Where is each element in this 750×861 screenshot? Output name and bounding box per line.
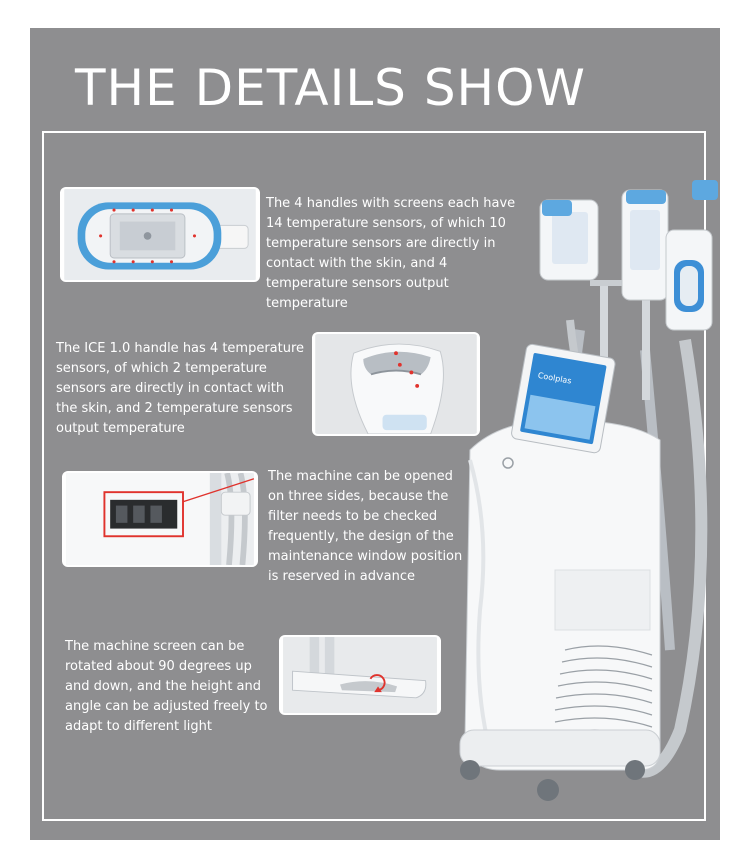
maintenance-window-image bbox=[62, 471, 258, 567]
cryolipolysis-machine-image: Coolplas bbox=[430, 170, 720, 820]
sensor-dots bbox=[99, 208, 197, 264]
maintenance-window-illustration bbox=[66, 473, 255, 565]
handles-screens-description: The 4 handles with screens each have 14 … bbox=[266, 196, 516, 311]
rotating-screen-image bbox=[279, 635, 441, 715]
handle-closeup-image bbox=[60, 187, 260, 282]
machine-illustration: Coolplas bbox=[459, 180, 718, 801]
ice-handle-illustration bbox=[315, 334, 477, 434]
maintenance-window-description: The machine can be opened on three sides… bbox=[268, 469, 463, 584]
rotating-screen-illustration bbox=[283, 637, 437, 713]
sensor-dots bbox=[394, 351, 420, 388]
handle-closeup-illustration bbox=[64, 189, 256, 280]
ice-handle-image bbox=[312, 332, 480, 436]
rotating-screen-description: The machine screen can be rotated about … bbox=[65, 639, 268, 734]
page-title: THE DETAILS SHOW bbox=[75, 59, 586, 117]
ice-handle-description: The ICE 1.0 handle has 4 temperature sen… bbox=[56, 341, 305, 436]
